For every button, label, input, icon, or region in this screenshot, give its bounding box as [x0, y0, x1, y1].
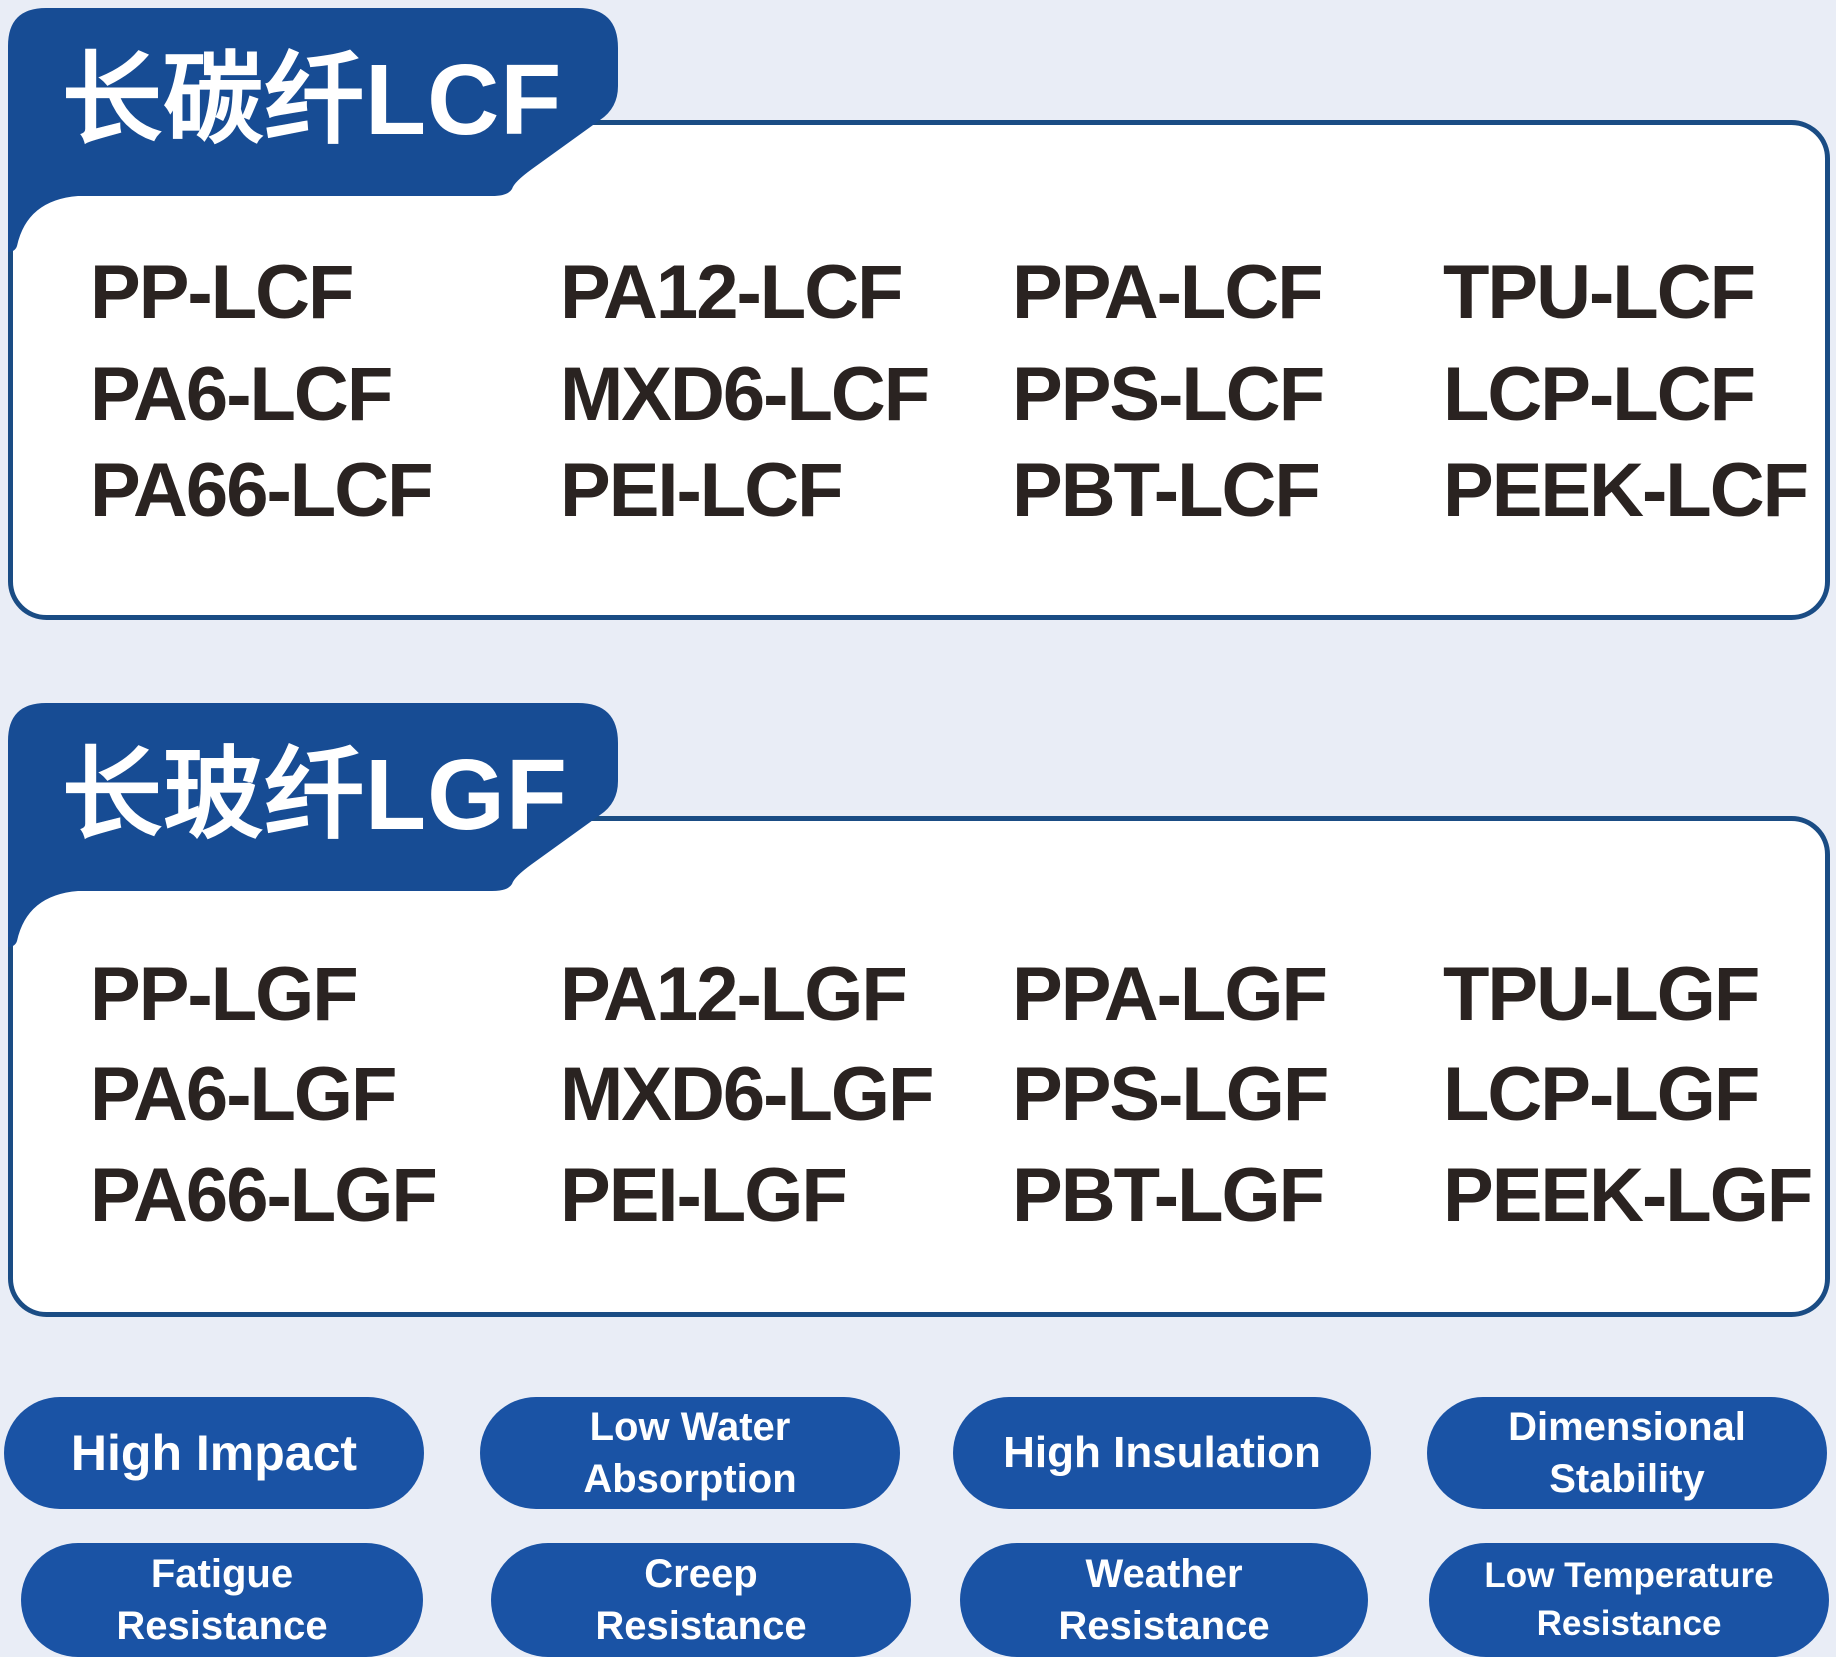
badge-fatigue-resistance: Fatigue Resistance [21, 1543, 423, 1657]
material-item: PA6-LCF [90, 352, 393, 437]
badge-label: Resistance [1536, 1604, 1722, 1643]
material-item: PPS-LGF [1012, 1052, 1329, 1137]
badge-label: Resistance [116, 1604, 328, 1648]
badge-label: Creep [644, 1552, 758, 1596]
badge-creep-resistance: Creep Resistance [491, 1543, 911, 1657]
material-item: PA66-LCF [90, 448, 434, 533]
badge-weather-resistance: Weather Resistance [960, 1543, 1368, 1657]
badge-label: Stability [1549, 1457, 1705, 1501]
material-item: MXD6-LGF [560, 1052, 934, 1137]
material-item: LCP-LCF [1443, 352, 1756, 437]
badge-high-insulation: High Insulation [953, 1397, 1371, 1509]
material-item: MXD6-LCF [560, 352, 930, 437]
material-item: PBT-LGF [1012, 1153, 1325, 1238]
lcf-material-row-2: PA6-LCF MXD6-LCF PPS-LCF LCP-LCF [90, 345, 1796, 445]
lcf-material-row-1: PP-LCF PA12-LCF PPA-LCF TPU-LCF [90, 243, 1796, 343]
badge-label: Weather [1085, 1552, 1243, 1596]
lcf-card-panel [8, 120, 1830, 620]
lcf-tab-shape [8, 8, 618, 252]
badge-high-impact: High Impact [4, 1397, 424, 1509]
material-item: PP-LGF [90, 952, 359, 1037]
badge-label: Fatigue [150, 1552, 294, 1596]
badge-label: Absorption [583, 1457, 797, 1501]
badge-label: Resistance [595, 1604, 807, 1648]
lgf-material-row-3: PA66-LGF PEI-LGF PBT-LGF PEEK-LGF [90, 1146, 1813, 1246]
lcf-material-row-3: PA66-LCF PEI-LCF PBT-LCF PEEK-LCF [90, 441, 1809, 541]
badge-label: High Insulation [1003, 1428, 1321, 1477]
material-item: PEI-LCF [560, 448, 844, 533]
material-item: PP-LCF [90, 250, 354, 335]
material-item: PA66-LGF [90, 1153, 438, 1238]
material-item: PA12-LCF [560, 250, 904, 335]
material-item: PPA-LGF [1012, 952, 1328, 1037]
material-item: PEEK-LGF [1443, 1153, 1813, 1238]
badge-dimensional-stability: Dimensional Stability [1427, 1397, 1827, 1509]
badge-label: Resistance [1058, 1604, 1270, 1648]
material-item: PEI-LGF [560, 1153, 848, 1238]
lgf-section-title: 长玻纤LGF [62, 739, 568, 851]
lgf-card-panel [8, 816, 1830, 1317]
badge-label: Low Water [589, 1405, 791, 1449]
lgf-material-row-1: PP-LGF PA12-LGF PPA-LGF TPU-LGF [90, 945, 1796, 1045]
lcf-section-title: 长碳纤LCF [62, 44, 563, 156]
badge-low-temperature-resistance: Low Temperature Resistance [1429, 1543, 1829, 1657]
material-item: PBT-LCF [1012, 448, 1321, 533]
material-item: LCP-LGF [1443, 1052, 1760, 1137]
material-item: PA12-LGF [560, 952, 908, 1037]
badge-low-water-absorption: Low Water Absorption [480, 1397, 900, 1509]
badge-label: Dimensional [1508, 1405, 1746, 1449]
material-item: PA6-LGF [90, 1052, 397, 1137]
material-item: TPU-LCF [1443, 250, 1756, 335]
lgf-material-row-2: PA6-LGF MXD6-LGF PPS-LGF LCP-LGF [90, 1045, 1796, 1145]
material-item: TPU-LGF [1443, 952, 1760, 1037]
lgf-tab-shape [8, 703, 618, 947]
material-item: PEEK-LCF [1443, 448, 1809, 533]
badge-label: Low Temperature [1484, 1556, 1774, 1595]
material-item: PPA-LCF [1012, 250, 1324, 335]
badge-label: High Impact [70, 1425, 358, 1481]
material-item: PPS-LCF [1012, 352, 1325, 437]
